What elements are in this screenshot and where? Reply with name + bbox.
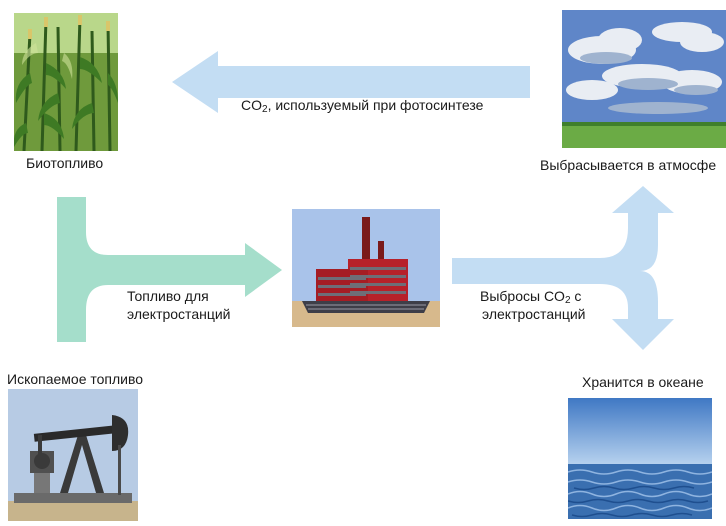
- emissions-line1: Выбросы CO2 с: [480, 288, 582, 306]
- ocean-water-picture: [568, 398, 712, 519]
- ocean-label: Хранится в океане: [582, 374, 704, 390]
- atmosphere-label: Выбрасывается в атмосфе: [540, 157, 717, 173]
- plant-fuel-line2: электростанций: [127, 306, 231, 322]
- fuel-merge-arrow: [57, 197, 282, 342]
- oil-pump-picture: [8, 389, 138, 521]
- biofuel-label: Биотопливо: [26, 155, 104, 171]
- power-plant-picture: [292, 209, 440, 327]
- photosynthesis-label: CO2, используемый при фотосинтезе: [241, 97, 484, 115]
- emissions-split-arrow: [452, 186, 674, 350]
- sky-clouds-picture: [562, 10, 726, 148]
- fossil-fuel-label: Ископаемое топливо: [7, 371, 144, 387]
- emissions-line2: электростанций: [482, 306, 586, 322]
- photosynthesis-arrow: [172, 51, 530, 113]
- plant-fuel-label: Топливо для электростанций: [127, 287, 231, 323]
- corn-field-picture: [14, 13, 118, 151]
- emissions-label: Выбросы CO2 с электростанций: [480, 287, 586, 323]
- plant-fuel-line1: Топливо для: [127, 288, 209, 304]
